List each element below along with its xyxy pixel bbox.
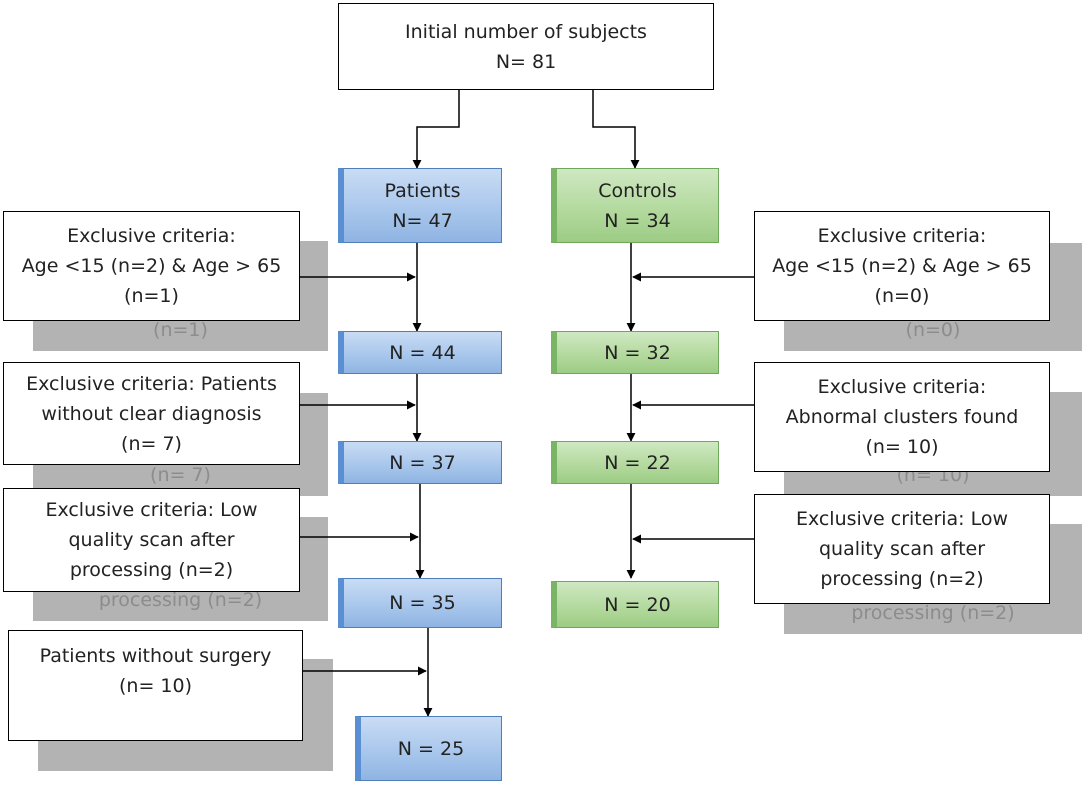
shadow-text: processing (n=2) [98,589,263,611]
exclusion-text: (n= 10) [118,675,192,697]
exclusion-text: Exclusive criteria: [817,376,987,398]
exclusion-text: processing (n=2) [69,559,234,581]
exclusion-text: without clear diagnosis [41,402,262,425]
patient-exclusion-surgery-box: Patients without surgery (n= 10) [8,630,303,741]
controls-final-box: N = 20 [551,581,719,628]
exclusion-text: Exclusive criteria: Patients [26,372,277,395]
controls-label: Controls [598,179,677,202]
patients-step-box: N = 37 [338,441,502,484]
controls-step-count: N = 22 [604,451,671,474]
exclusion-text: Exclusive criteria: [67,225,236,247]
patient-exclusion-diagnosis-box: Exclusive criteria: Patients without cle… [3,362,300,465]
patients-step-box: N = 44 [338,331,502,374]
patients-final-count: N = 25 [397,737,465,760]
arrow-to-patients [412,90,460,169]
initial-subjects-count: N= 81 [495,50,557,73]
exclusion-text: processing (n=2) [820,568,984,590]
exclusion-text: (n= 7) [121,432,182,455]
shadow-text: (n=1) [153,319,208,341]
exclusion-text: (n=0) [874,285,930,307]
shadow-text: processing (n=2) [851,602,1015,624]
patients-step-count: N = 37 [389,451,456,474]
control-exclusion-age-box: Exclusive criteria: Age <15 (n=2) & Age … [754,211,1050,321]
control-exclusion-quality-box: Exclusive criteria: Low quality scan aft… [754,494,1050,604]
exclusion-text: Age <15 (n=2) & Age > 65 [21,255,282,277]
exclusion-text: (n=1) [124,285,179,307]
initial-subjects-box: Initial number of subjects N= 81 [338,3,714,90]
exclusion-text: quality scan after [818,538,986,560]
patient-exclusion-quality-box: Exclusive criteria: Low quality scan aft… [3,488,300,592]
patient-exclusion-age-box: Exclusive criteria: Age <15 (n=2) & Age … [3,211,300,321]
controls-step-count: N = 32 [604,341,671,364]
exclusion-text: (n= 10) [865,436,939,458]
shadow-text: (n= 7) [150,464,211,486]
exclusion-text: Abnormal clusters found [785,406,1019,428]
controls-step-box: N = 22 [551,441,719,484]
controls-count: N = 34 [604,209,671,232]
exclusion-text: quality scan after [68,529,235,551]
exclusion-text: Patients without surgery [39,645,272,667]
exclusion-text: Exclusive criteria: Low [45,499,258,521]
shadow-text: (n=0) [905,319,961,341]
controls-step-box: N = 32 [551,331,719,374]
patients-box: Patients N= 47 [338,168,502,243]
initial-subjects-label: Initial number of subjects [405,20,647,43]
arrow-to-controls [592,90,640,169]
controls-final-count: N = 20 [604,593,671,616]
patients-step-count: N = 44 [389,341,456,364]
exclusion-text: Exclusive criteria: [817,225,987,247]
control-exclusion-clusters-box: Exclusive criteria: Abnormal clusters fo… [754,362,1050,472]
patients-final-box: N = 25 [355,716,502,781]
patients-step-count: N = 35 [389,592,456,614]
patients-count: N= 47 [392,209,453,232]
controls-box: Controls N = 34 [551,168,719,243]
patients-label: Patients [384,179,461,202]
exclusion-text: Exclusive criteria: Low [795,508,1009,530]
exclusion-text: Age <15 (n=2) & Age > 65 [772,255,1032,277]
patients-step-box: N = 35 [338,578,502,628]
